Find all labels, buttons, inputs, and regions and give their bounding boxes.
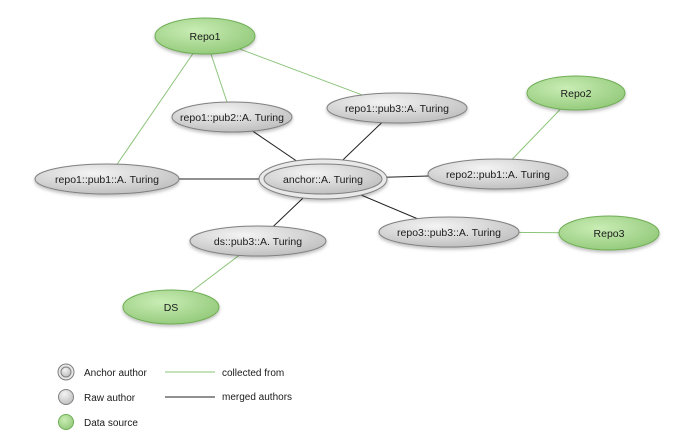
legend-source-symbol [58,414,74,430]
node-ds-pub3[interactable]: ds::pub3::A. Turing [189,225,327,257]
node-label-repo1-pub3: repo1::pub3::A. Turing [345,103,449,115]
edge-collected-repo1-repo1_pub1 [106,35,206,180]
node-anchor[interactable]: anchor::A. Turing [258,158,388,200]
legend-anchor-symbol [57,363,75,381]
node-repo3-pub3[interactable]: repo3::pub3::A. Turing [378,216,520,248]
node-repo1-pub3[interactable]: repo1::pub3::A. Turing [326,92,468,124]
node-label-ds-pub3: ds::pub3::A. Turing [214,236,302,248]
node-repo2-pub1[interactable]: repo2::pub1::A. Turing [427,158,569,190]
node-repo2[interactable]: Repo2 [526,75,626,111]
node-label-ds: DS [164,302,179,314]
legend-raw-label: Raw author [84,393,136,404]
node-label-repo3-pub3: repo3::pub3::A. Turing [397,227,501,239]
node-label-repo2-pub1: repo2::pub1::A. Turing [446,169,550,181]
node-label-anchor: anchor::A. Turing [283,174,363,186]
node-label-repo3: Repo3 [594,228,625,240]
legend-raw-symbol [58,389,74,405]
legend-merged-label: merged authors [222,392,292,403]
node-repo1-pub1[interactable]: repo1::pub1::A. Turing [34,163,180,195]
node-repo1[interactable]: Repo1 [154,17,256,55]
node-label-repo1-pub2: repo1::pub2::A. Turing [180,112,284,124]
node-ds[interactable]: DS [122,289,220,325]
legend-anchor-label: Anchor author [84,368,147,379]
legend-source-label: Data source [84,418,138,429]
node-label-repo1: Repo1 [190,31,221,43]
node-repo1-pub2[interactable]: repo1::pub2::A. Turing [171,101,293,133]
node-repo3[interactable]: Repo3 [558,215,660,251]
legend-collected-label: collected from [222,368,284,379]
legend: Anchor author Raw author Data source col… [57,363,292,430]
node-label-repo1-pub1: repo1::pub1::A. Turing [55,174,159,186]
node-label-repo2: Repo2 [561,88,592,100]
